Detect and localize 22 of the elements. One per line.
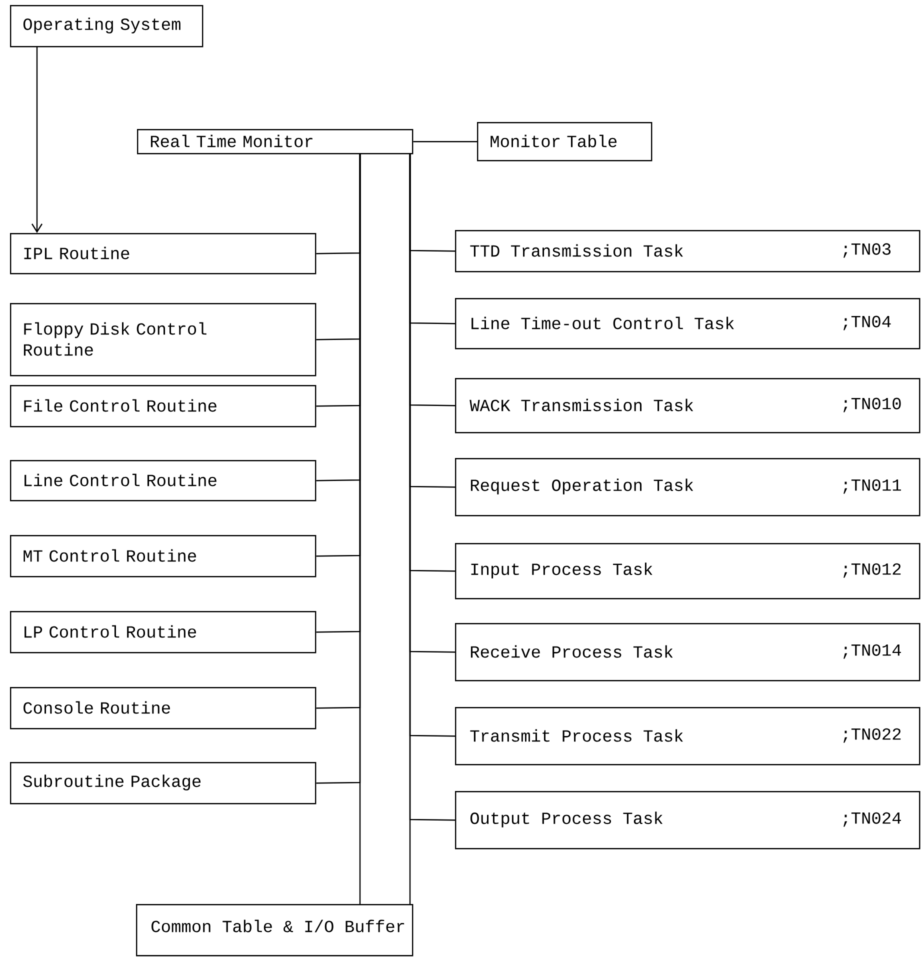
routine-box: MT Control Routine	[10, 535, 316, 578]
task-box: Input Process Task ;TN012	[455, 543, 920, 600]
table-box: Common Table & I/O Buffer	[136, 904, 414, 956]
task-box: Request Operation Task ;TN011	[455, 458, 920, 516]
connector	[413, 141, 477, 142]
task-box: Line Time-out Control Task ;TN04	[455, 298, 920, 350]
task-box: TTD Transmission Task ;TN03	[455, 230, 920, 272]
routine-box: Line Control Routine	[10, 460, 316, 502]
routine-box: File Control Routine	[10, 385, 316, 428]
task-box: Transmit Process Task ;TN022	[455, 707, 920, 766]
monitor-box: Real Time Monitor	[137, 129, 414, 154]
process-box: Operating System	[10, 5, 204, 48]
routine-box: Floppy Disk Control Routine	[10, 303, 316, 376]
connector	[32, 46, 42, 233]
routine-box: LP Control Routine	[10, 611, 316, 654]
process-box: Monitor Table	[477, 122, 652, 162]
routine-box: Console Routine	[10, 687, 316, 730]
routine-box: IPL Routine	[10, 233, 316, 274]
routine-box: Subroutine Package	[10, 762, 316, 804]
task-box: WACK Transmission Task ;TN010	[455, 378, 920, 434]
task-box: Output Process Task ;TN024	[455, 791, 920, 850]
task-box: Receive Process Task ;TN014	[455, 623, 920, 682]
